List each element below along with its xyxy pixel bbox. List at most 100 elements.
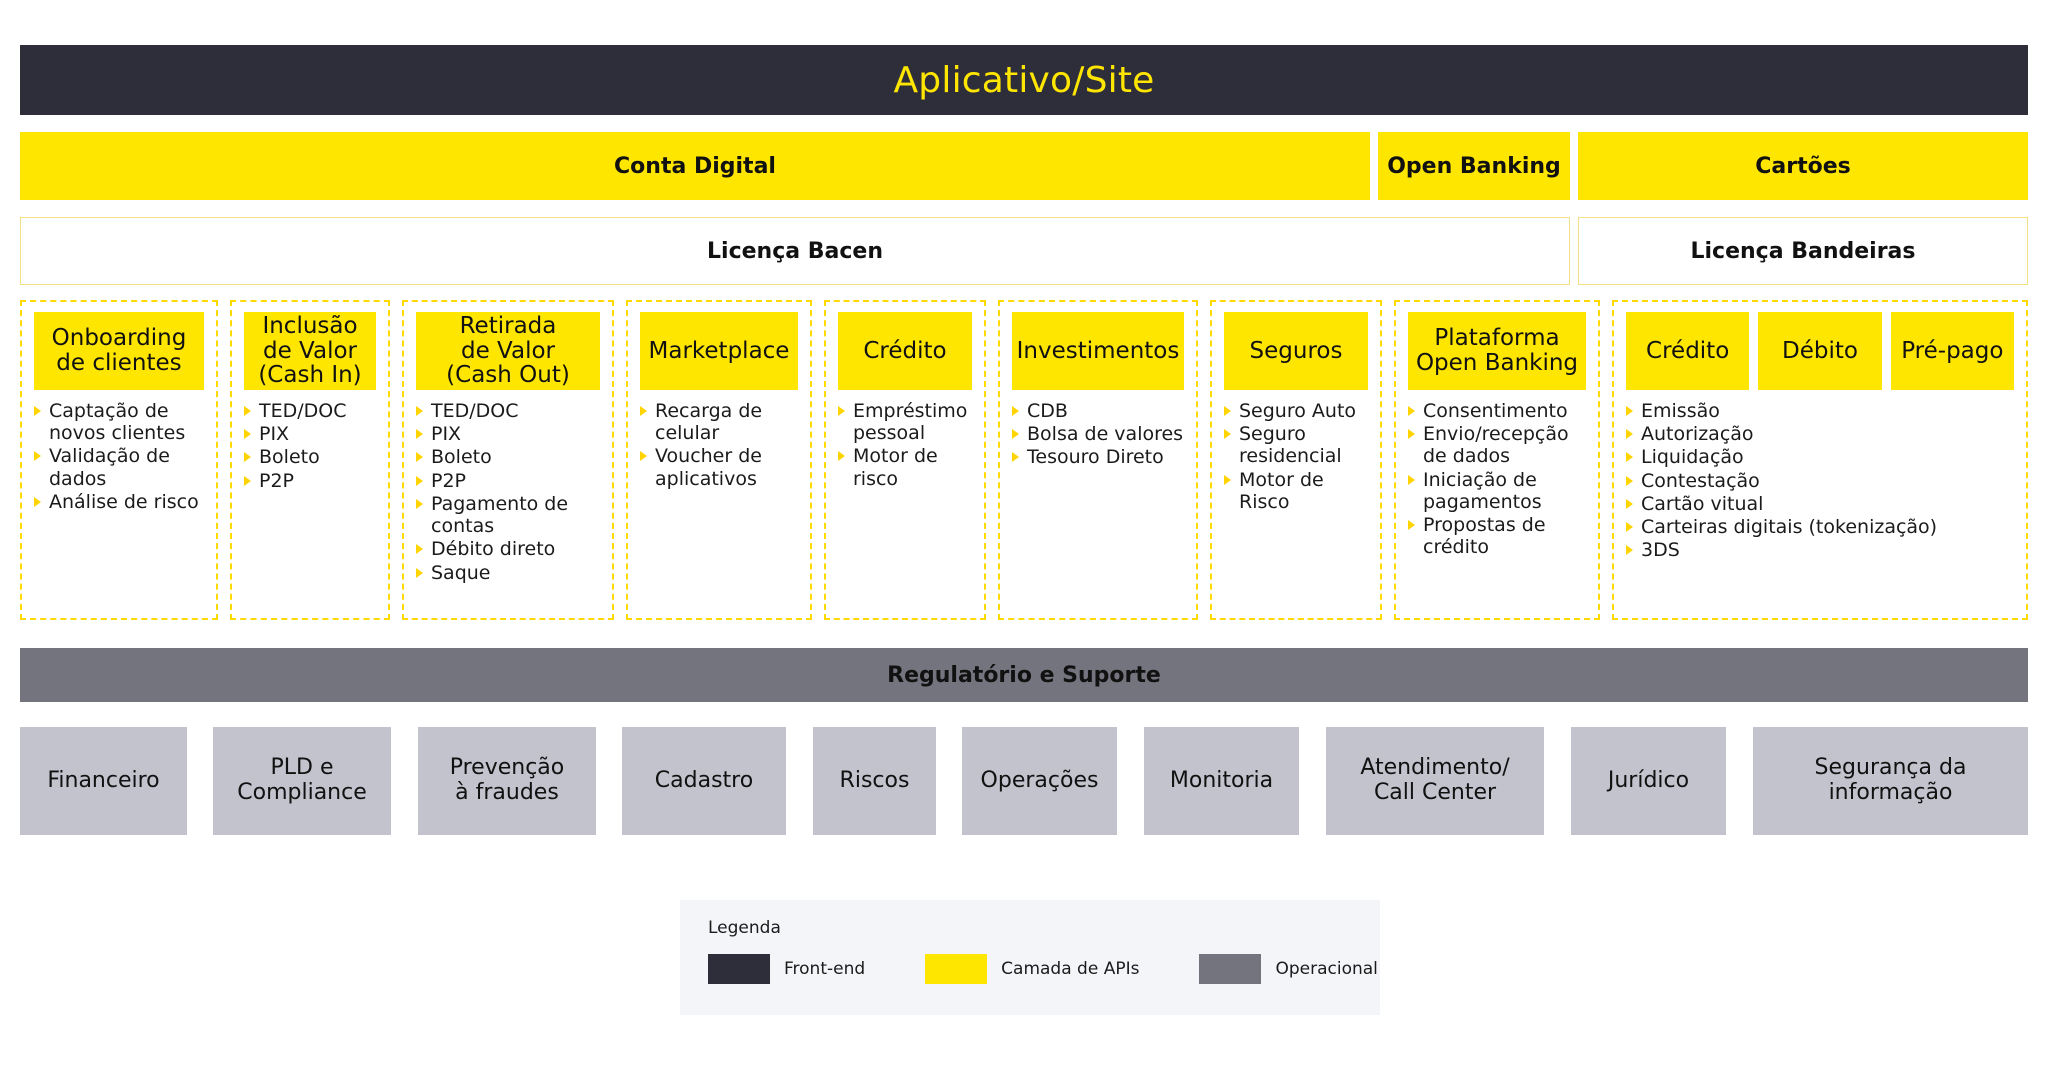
operational-tile-cadastro[interactable]: Cadastro [622,727,786,835]
api-band-open-banking[interactable]: Open Banking [1378,132,1570,200]
capability-column-cartoes[interactable]: Crédito Débito Pré-pago Emissão Autoriza… [1612,300,2028,620]
list-item: Seguro residencial [1222,423,1372,467]
list-item: Análise de risco [32,491,208,513]
capability-heading-cartao-credito-label: Crédito [1646,337,1730,364]
legend-items: Front-end Camada de APIs Operacional [708,954,1378,984]
operational-tile-financeiro[interactable]: Financeiro [20,727,187,835]
operational-tile-pld-compliance[interactable]: PLD e Compliance [213,727,391,835]
capability-list-cartoes: Emissão Autorização Liquidação Contestaç… [1614,400,2026,562]
api-band-conta-digital-label: Conta Digital [614,153,776,179]
capability-column-credito[interactable]: Crédito Empréstimo pessoal Motor de risc… [824,300,986,620]
capability-column-plataforma-open-banking[interactable]: Plataforma Open Banking Consentimento En… [1394,300,1600,620]
capability-list-seguros: Seguro Auto Seguro residencial Motor de … [1212,400,1380,513]
api-band-cartoes-label: Cartões [1755,153,1851,179]
license-bandeiras-label: Licença Bandeiras [1690,238,1916,264]
list-item: Boleto [414,446,604,468]
capability-column-investimentos[interactable]: Investimentos CDB Bolsa de valores Tesou… [998,300,1198,620]
list-item: Débito direto [414,538,604,560]
capability-column-onboarding[interactable]: Onboarding de clientes Captação de novos… [20,300,218,620]
capability-list-plataforma-open-banking: Consentimento Envio/recepção de dados In… [1396,400,1598,559]
list-item: Iniciação de pagamentos [1406,469,1590,513]
operational-tile-monitoria-label: Monitoria [1169,767,1274,793]
list-item: Liquidação [1624,446,2018,468]
capability-heading-cartao-debito[interactable]: Débito [1758,312,1882,390]
capability-heading-plataforma-open-banking: Plataforma Open Banking [1408,312,1586,390]
capability-heading-cartao-pre-pago-label: Pré-pago [1901,337,2004,364]
license-box-bandeiras: Licença Bandeiras [1578,217,2028,285]
operational-band-label: Regulatório e Suporte [887,662,1161,688]
capability-columns: Onboarding de clientes Captação de novos… [20,300,2028,620]
list-item: P2P [414,470,604,492]
legend-item-operacional-label: Operacional [1275,959,1378,979]
capability-heading-investimentos-label: Investimentos [1016,337,1180,364]
operational-tile-financeiro-label: Financeiro [47,767,160,793]
capability-heading-investimentos: Investimentos [1012,312,1184,390]
capability-heading-credito-label: Crédito [863,337,947,364]
list-item: Carteiras digitais (tokenização) [1624,516,2018,538]
capability-heading-seguros-label: Seguros [1249,337,1343,364]
legend-item-operacional: Operacional [1199,954,1378,984]
api-layer-row: Conta Digital Open Banking Cartões [20,132,2028,200]
capability-list-credito: Empréstimo pessoal Motor de risco [826,400,984,490]
operational-tile-riscos-label: Riscos [839,767,910,793]
list-item: Empréstimo pessoal [836,400,976,444]
capability-heading-onboarding: Onboarding de clientes [34,312,204,390]
operational-tile-monitoria[interactable]: Monitoria [1144,727,1299,835]
capability-heading-cash-out-label: Retirada de Valor (Cash Out) [446,312,570,389]
operational-tile-operacoes-label: Operações [980,767,1099,793]
list-item: Recarga de celular [638,400,802,444]
list-item: Saque [414,562,604,584]
legend-swatch-operacional [1199,954,1262,984]
legend-item-camada-de-apis-label: Camada de APIs [1001,959,1140,979]
api-band-conta-digital[interactable]: Conta Digital [20,132,1370,200]
operational-tile-atendimento-call-center[interactable]: Atendimento/ Call Center [1326,727,1544,835]
list-item: Motor de risco [836,445,976,490]
capability-column-seguros[interactable]: Seguros Seguro Auto Seguro residencial M… [1210,300,1382,620]
capability-list-cash-in: TED/DOC PIX Boleto P2P [232,400,388,492]
capability-heading-plataforma-open-banking-label: Plataforma Open Banking [1415,325,1579,376]
capability-list-marketplace: Recarga de celular Voucher de aplicativo… [628,400,810,490]
capability-column-marketplace[interactable]: Marketplace Recarga de celular Voucher d… [626,300,812,620]
capability-list-onboarding: Captação de novos clientes Validação de … [22,400,216,513]
list-item: PIX [414,423,604,445]
list-item: Emissão [1624,400,2018,422]
capability-heading-cartao-credito[interactable]: Crédito [1626,312,1750,390]
capability-list-cash-out: TED/DOC PIX Boleto P2P Pagamento de cont… [404,400,612,584]
list-item: 3DS [1624,539,2018,561]
capability-heading-onboarding-label: Onboarding de clientes [51,325,187,376]
operational-tiles: Financeiro PLD e Compliance Prevenção à … [20,727,2028,835]
legend-title: Legenda [708,918,781,938]
capability-column-cash-in[interactable]: Inclusão de Valor (Cash In) TED/DOC PIX … [230,300,390,620]
operational-tile-juridico[interactable]: Jurídico [1571,727,1726,835]
operational-tile-prevencao-fraudes[interactable]: Prevenção à fraudes [418,727,596,835]
api-band-open-banking-label: Open Banking [1387,153,1561,179]
legend-swatch-front-end [708,954,770,984]
capability-heading-cash-in-label: Inclusão de Valor (Cash In) [258,312,362,389]
list-item: TED/DOC [414,400,604,422]
front-end-bar: Aplicativo/Site [20,45,2028,115]
capability-heading-cartao-pre-pago[interactable]: Pré-pago [1890,312,2014,390]
capability-heading-seguros: Seguros [1224,312,1368,390]
list-item: Bolsa de valores [1010,423,1188,445]
operational-tile-pld-compliance-label: PLD e Compliance [237,755,367,805]
operational-tile-operacoes[interactable]: Operações [962,727,1117,835]
legend-item-front-end-label: Front-end [784,959,866,979]
legend-item-camada-de-apis: Camada de APIs [925,954,1139,984]
operational-tile-seguranca-informacao-label: Segurança da informação [1814,755,1967,805]
capability-heading-marketplace: Marketplace [640,312,798,390]
capability-column-cash-out[interactable]: Retirada de Valor (Cash Out) TED/DOC PIX… [402,300,614,620]
list-item: P2P [242,470,380,492]
operational-tile-seguranca-informacao[interactable]: Segurança da informação [1753,727,2028,835]
license-bacen-label: Licença Bacen [707,238,883,264]
operational-tile-juridico-label: Jurídico [1607,767,1690,793]
operational-tile-cadastro-label: Cadastro [654,767,754,793]
list-item: Envio/recepção de dados [1406,423,1590,467]
operational-tile-riscos[interactable]: Riscos [813,727,936,835]
api-band-cartoes[interactable]: Cartões [1578,132,2028,200]
list-item: Pagamento de contas [414,493,604,537]
list-item: Cartão vitual [1624,493,2018,515]
list-item: Captação de novos clientes [32,400,208,444]
list-item: CDB [1010,400,1188,422]
capability-list-investimentos: CDB Bolsa de valores Tesouro Direto [1000,400,1196,469]
